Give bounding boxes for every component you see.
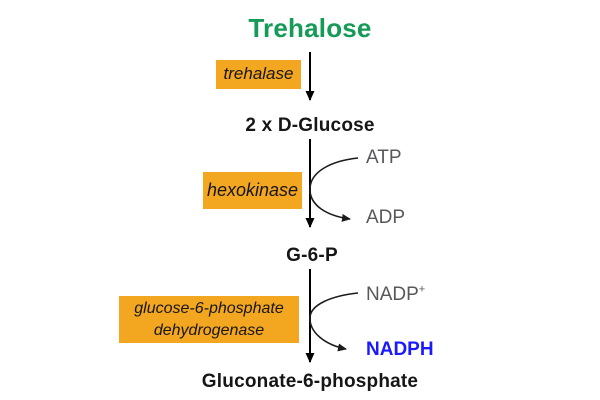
cofactor-label-nadph: NADPH	[366, 339, 434, 360]
nadp-plus-superscript: +	[418, 283, 426, 296]
intermediate-label-d-glucose: 2 x D-Glucose	[245, 115, 375, 136]
enzyme-box-trehalase: trehalase	[216, 60, 301, 89]
nadp-text: NADP	[366, 284, 419, 305]
enzyme-label-trehalase: trehalase	[223, 64, 294, 84]
intermediate-label-g6p: G-6-P	[286, 245, 338, 266]
product-label-gluconate: Gluconate-6-phosphate	[201, 371, 419, 392]
cofactor-curve-atp-adp	[309, 157, 359, 222]
cofactor-label-nadp: NADP+	[366, 284, 425, 306]
enzyme-label-g6p-dehydrogenase: glucose-6-phosphate dehydrogenase	[134, 300, 284, 339]
enzyme-label-hexokinase: hexokinase	[206, 179, 299, 200]
cofactor-label-atp: ATP	[366, 147, 402, 168]
enzyme-box-g6p-dehydrogenase: glucose-6-phosphate dehydrogenase	[119, 296, 299, 343]
substrate-label: Trehalose	[248, 13, 372, 43]
cofactor-label-adp: ADP	[366, 207, 406, 228]
enzyme-box-hexokinase: hexokinase	[203, 172, 302, 209]
cofactor-curve-nadp-nadph	[309, 292, 359, 352]
